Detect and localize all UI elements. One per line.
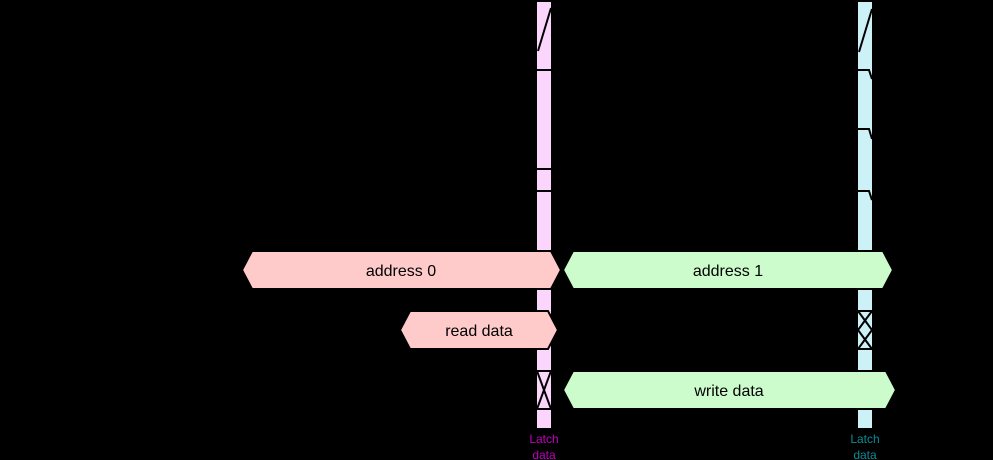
latch-data-right-line1: Latch — [850, 432, 879, 446]
latch-data-right-line2: data — [853, 448, 877, 460]
bus-read-data-label: read data — [445, 323, 513, 340]
latch-annotation-right: Latch data — [850, 432, 879, 460]
bus-address-0-group: address 0 — [240, 250, 563, 290]
latch-data-left-line1: Latch — [529, 432, 558, 446]
bus-read-data-group: read data — [398, 310, 560, 350]
highlight-band-left — [537, 2, 551, 428]
latch-data-left-line2: data — [532, 448, 556, 460]
undefined-state-hatch-right — [857, 310, 873, 350]
bus-address-1 — [561, 250, 895, 290]
bus-address-1-group: address 1 — [561, 250, 895, 290]
clock-rising-edge-mark-right — [858, 8, 873, 53]
bus-write-data — [561, 370, 898, 410]
undefined-state-hatch-left — [536, 370, 552, 410]
signal-high-mark-right-2 — [858, 128, 873, 140]
latch-band-right-group — [857, 2, 873, 428]
bus-write-data-label: write data — [693, 383, 763, 400]
bus-write-data-group: write data — [561, 370, 898, 410]
bus-address-0 — [240, 250, 563, 290]
bus-address-1-label: address 1 — [693, 263, 763, 280]
clock-rising-edge-mark-left — [537, 7, 552, 52]
signal-high-mark-right-3 — [858, 190, 873, 201]
signal-high-mark-right-1 — [858, 69, 873, 80]
bus-read-data — [398, 310, 560, 350]
latch-annotation-left: Latch data — [529, 432, 558, 460]
highlight-band-right — [858, 2, 872, 428]
bus-address-0-label: address 0 — [366, 263, 436, 280]
latch-band-left-group — [536, 2, 552, 428]
